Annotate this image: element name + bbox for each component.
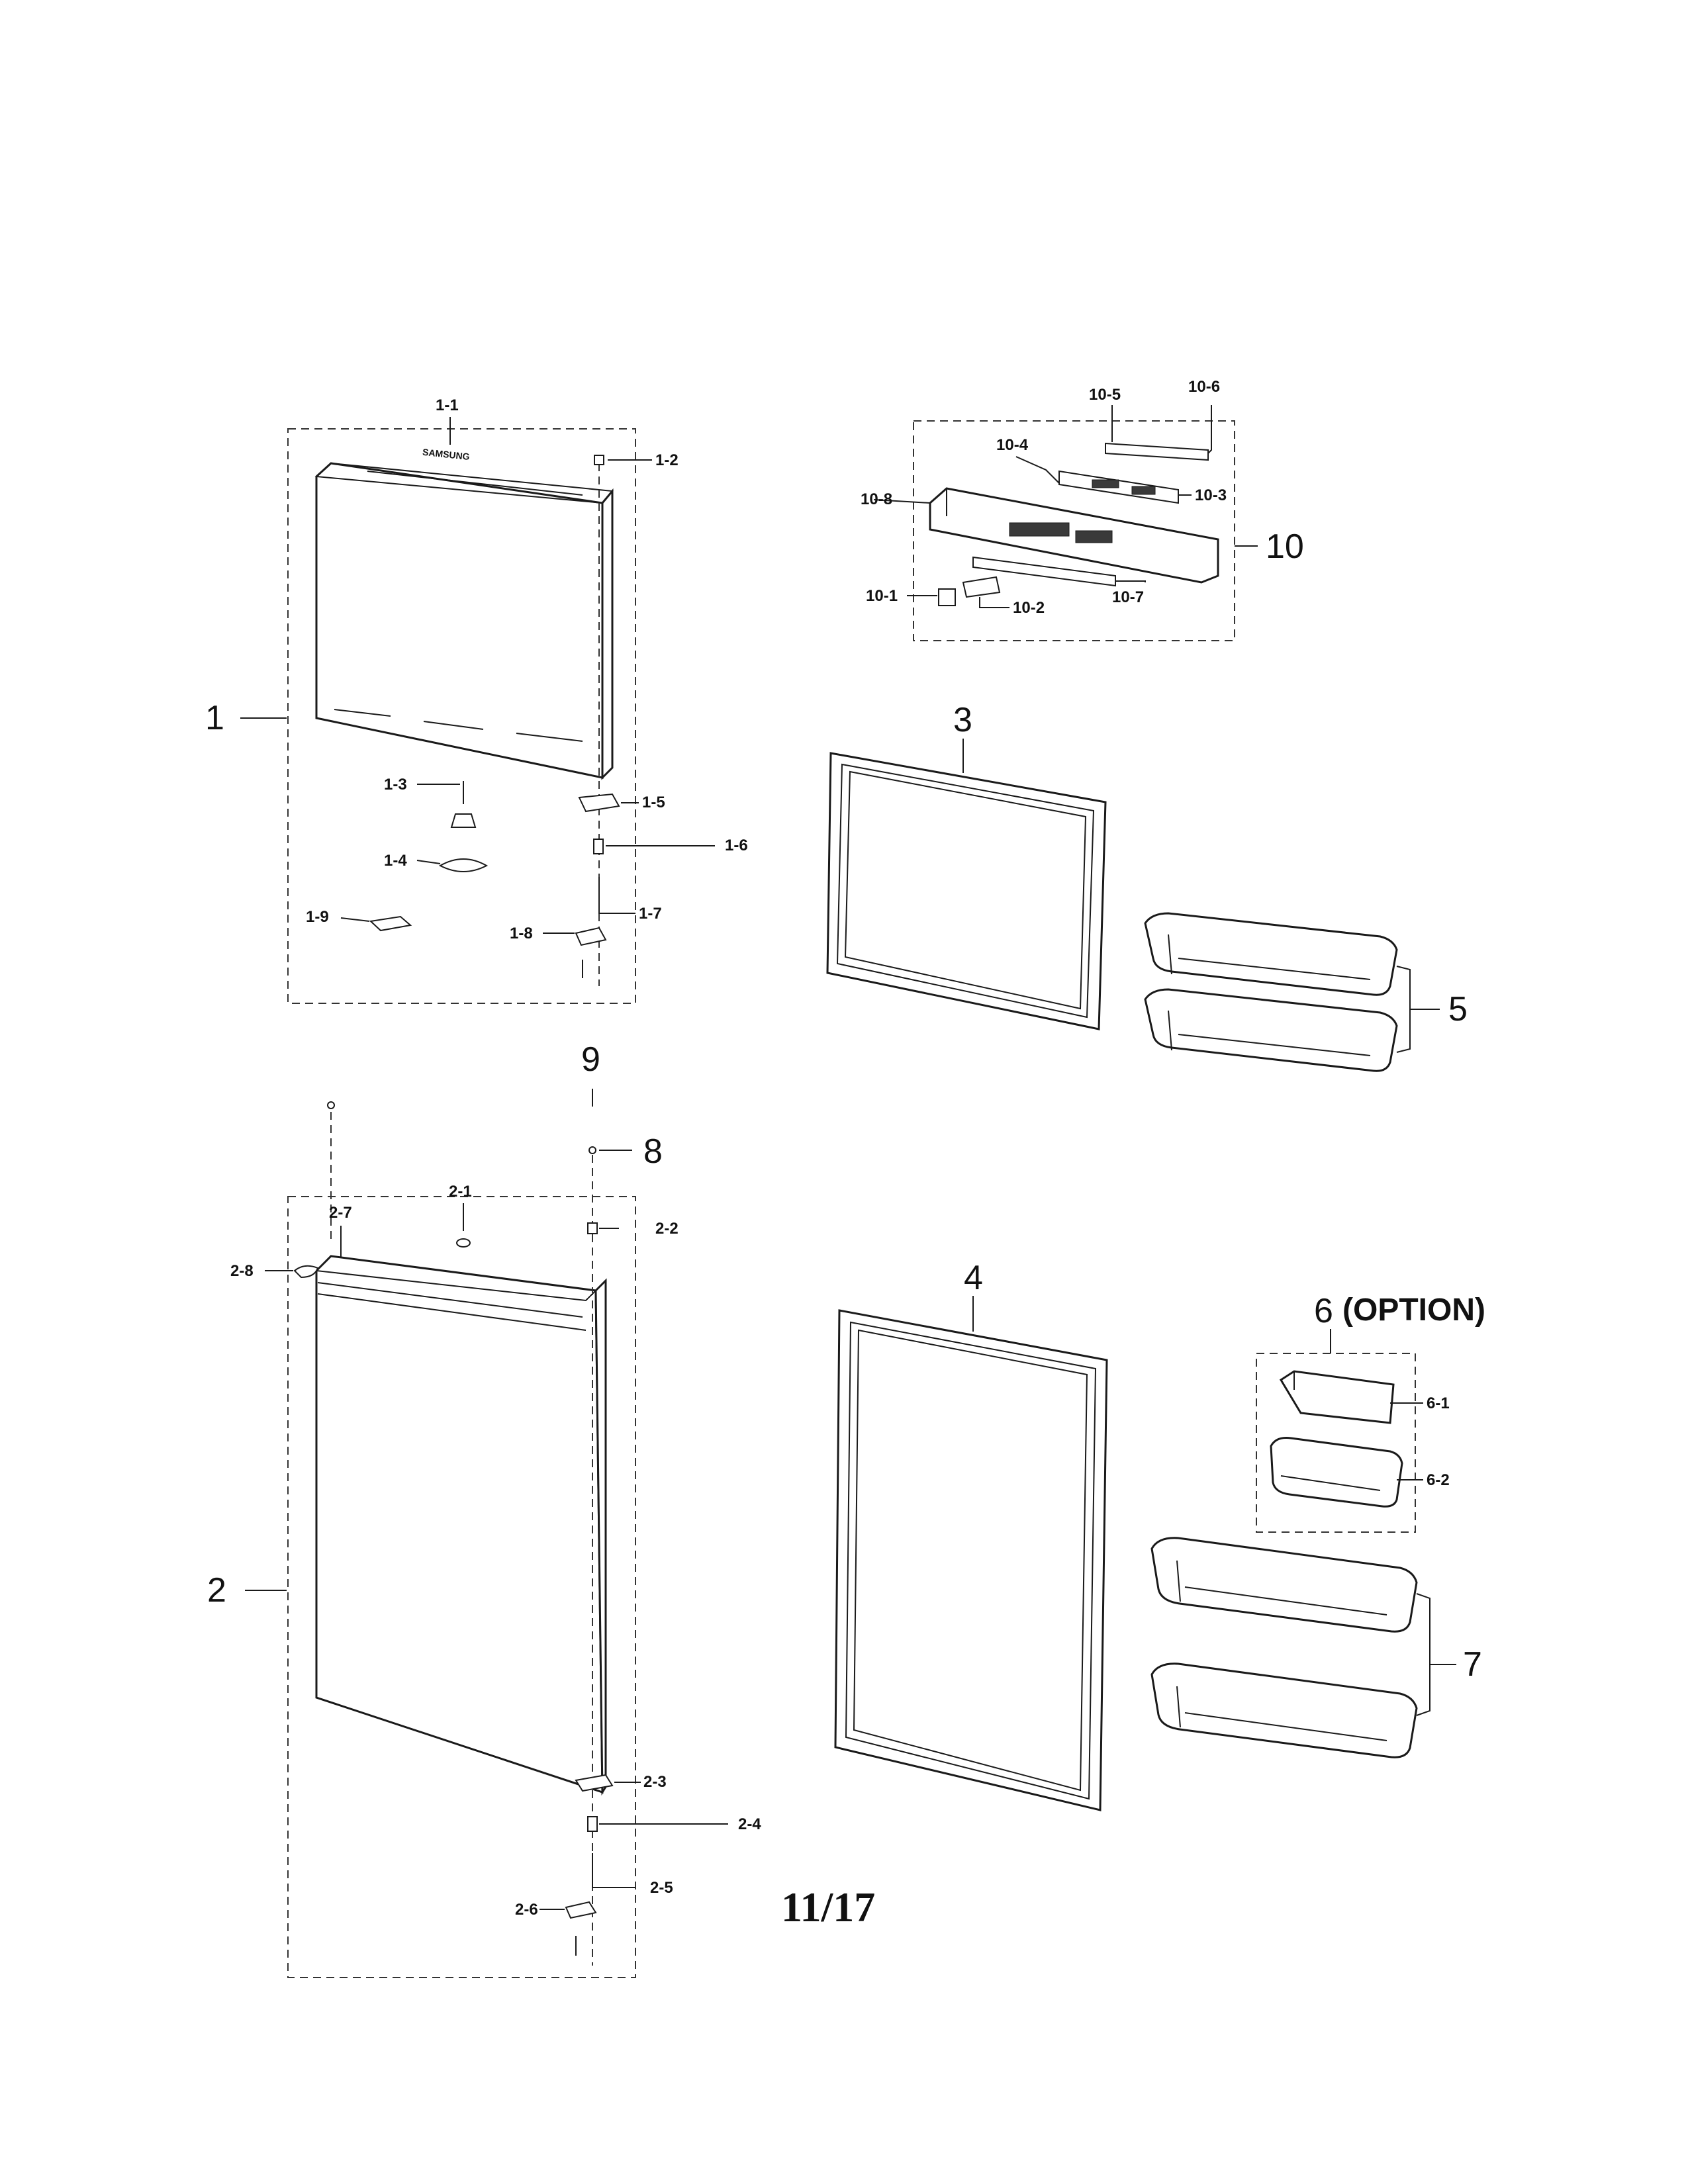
label-2-7: 2-7	[329, 1204, 352, 1222]
part-2-1	[456, 1238, 471, 1248]
label-2-6: 2-6	[515, 1901, 538, 1919]
part-6-1	[1279, 1370, 1395, 1424]
part-10-1	[938, 588, 956, 606]
group-10-bracket	[873, 405, 1258, 641]
label-1-1: 1-1	[436, 396, 459, 414]
label-10: 10	[1266, 527, 1304, 566]
part-1-5	[578, 793, 620, 813]
label-1-7: 1-7	[639, 905, 662, 923]
group-1-boundary	[287, 428, 636, 1004]
label-8: 8	[643, 1132, 663, 1171]
label-1-8: 1-8	[510, 925, 533, 942]
label-10-4: 10-4	[996, 436, 1029, 454]
part-2-8	[293, 1265, 319, 1279]
label-9: 9	[581, 1040, 600, 1079]
part-4-lower-gasket	[834, 1296, 1108, 1811]
upper-bin-2	[1144, 988, 1398, 1072]
part-2-6	[565, 1901, 597, 1919]
part-10-7	[972, 556, 1116, 587]
lower-bin-2	[1150, 1662, 1418, 1758]
part-7-lower-bins	[1150, 1537, 1456, 1758]
label-2-3: 2-3	[643, 1773, 667, 1791]
parts-8-9	[588, 1089, 632, 1154]
group-6-boundary	[1256, 1353, 1416, 1533]
label-2-2: 2-2	[655, 1220, 679, 1238]
page-number: 11/17	[781, 1884, 875, 1931]
part-3-upper-gasket	[826, 739, 1107, 1030]
label-5: 5	[1448, 990, 1468, 1028]
label-6-2: 6-2	[1427, 1471, 1450, 1489]
part-1-3	[450, 813, 477, 828]
label-1-4: 1-4	[384, 852, 407, 870]
label-2-5: 2-5	[650, 1879, 673, 1897]
part-2-4	[587, 1816, 598, 1832]
label-6-1: 6-1	[1427, 1394, 1450, 1412]
group-2-boundary	[287, 1196, 636, 1978]
part-5-upper-bins	[1144, 912, 1440, 1072]
label-4: 4	[964, 1259, 983, 1297]
part-1-6	[593, 839, 604, 854]
label-2-8: 2-8	[230, 1262, 254, 1280]
part-1-9	[369, 915, 412, 932]
part-2-2	[587, 1222, 598, 1234]
part-1-4	[438, 858, 489, 872]
samsung-brand-mark: SAMSUNG	[422, 447, 470, 462]
label-1-6: 1-6	[725, 837, 748, 854]
part-1-8	[575, 927, 607, 946]
callout-labels: 1 1-1 1-2 1-3 1-4 1-5 1-6 1-7 1-8 1-9 10…	[205, 378, 1485, 1931]
label-2-1: 2-1	[449, 1183, 472, 1201]
lower-door-panel	[314, 1255, 607, 1796]
label-1-2: 1-2	[655, 451, 679, 469]
label-1-9: 1-9	[306, 908, 329, 926]
part-10-2	[962, 576, 1001, 598]
label-10-6: 10-6	[1188, 378, 1220, 396]
upper-bin-1	[1144, 912, 1398, 996]
label-6: 6	[1314, 1292, 1333, 1330]
label-2-4: 2-4	[738, 1815, 761, 1833]
part-10-5	[1105, 442, 1209, 461]
label-10-3: 10-3	[1195, 486, 1227, 504]
label-10-7: 10-7	[1112, 588, 1144, 606]
label-1-5: 1-5	[642, 794, 665, 811]
label-10-2: 10-2	[1013, 599, 1045, 617]
group-6-option	[1256, 1329, 1423, 1533]
label-7: 7	[1463, 1645, 1482, 1684]
label-10-1: 10-1	[866, 587, 898, 605]
upper-door-panel: SAMSUNG	[314, 447, 614, 780]
part-2-3	[575, 1774, 614, 1792]
group-2-lower-door	[245, 1101, 728, 1978]
part-6-2	[1270, 1437, 1403, 1508]
label-3: 3	[953, 701, 972, 739]
label-2: 2	[207, 1571, 226, 1610]
part-1-2	[594, 455, 604, 465]
label-10-8: 10-8	[861, 490, 892, 508]
group-1-upper-door: SAMSUNG	[240, 417, 715, 1004]
label-10-5: 10-5	[1089, 386, 1121, 404]
group-10-boundary	[913, 420, 1235, 641]
label-6-option: (OPTION)	[1342, 1293, 1485, 1328]
lower-bin-1	[1150, 1537, 1418, 1633]
label-1-3: 1-3	[384, 776, 407, 794]
label-1: 1	[205, 699, 224, 737]
